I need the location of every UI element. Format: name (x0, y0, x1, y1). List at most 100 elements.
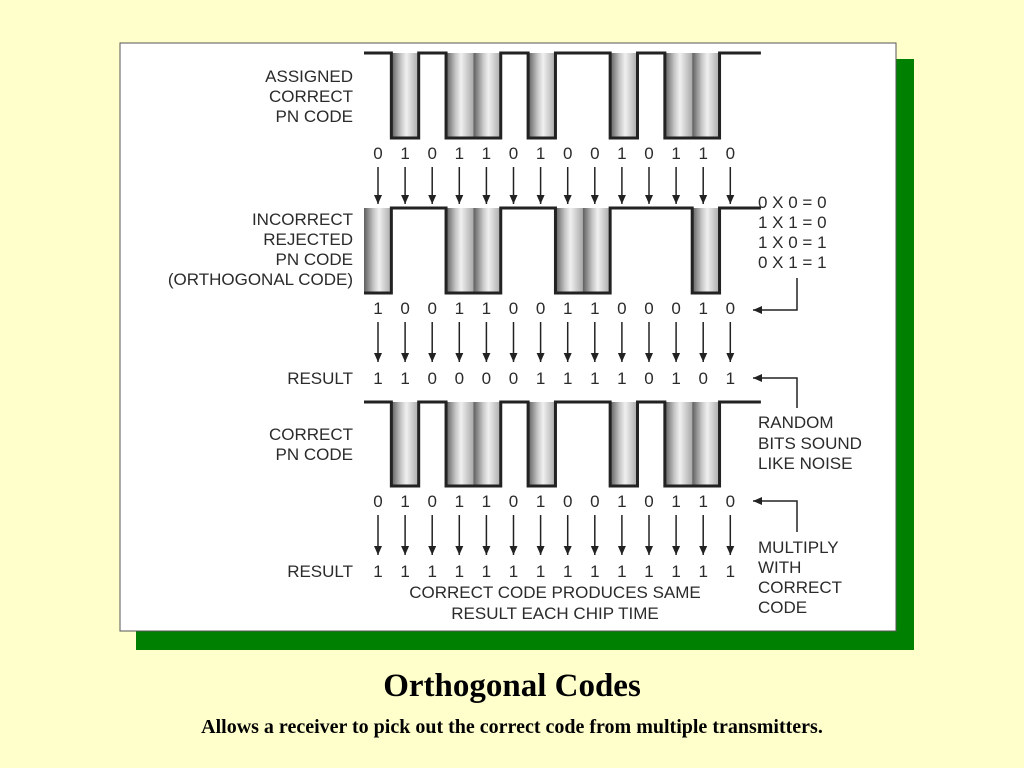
svg-text:INCORRECT: INCORRECT (252, 210, 353, 229)
chip-shade (555, 208, 583, 293)
label-result-2: RESULT (287, 562, 353, 581)
caption: CORRECT CODE PRODUCES SAME RESULT EACH C… (409, 583, 701, 623)
multiplication-rules: 0 X 0 = 0 1 X 1 = 0 1 X 0 = 1 0 X 1 = 1 (758, 193, 827, 272)
svg-text:LIKE NOISE: LIKE NOISE (758, 454, 852, 473)
bit-value: 1 (509, 562, 518, 581)
pn-code-waveform (364, 206, 761, 295)
bit-value: 1 (726, 369, 735, 388)
bit-value: 1 (400, 562, 409, 581)
bit-value: 0 (509, 299, 518, 318)
bit-value: 1 (455, 144, 464, 163)
bit-value: 1 (698, 299, 707, 318)
svg-text:ASSIGNED: ASSIGNED (265, 67, 353, 86)
bit-value: 0 (455, 369, 464, 388)
bit-value: 1 (698, 492, 707, 511)
bit-value: 1 (427, 562, 436, 581)
bit-value: 0 (590, 144, 599, 163)
bit-value: 0 (726, 144, 735, 163)
bit-value: 0 (373, 492, 382, 511)
bit-value: 1 (563, 562, 572, 581)
chip-shade (582, 208, 611, 293)
chip-shade (692, 208, 720, 293)
bit-value: 0 (427, 144, 436, 163)
svg-text:0 X 1 = 1: 0 X 1 = 1 (758, 253, 827, 272)
svg-text:PN CODE: PN CODE (276, 250, 353, 269)
bit-value: 0 (563, 492, 572, 511)
bit-value: 1 (671, 492, 680, 511)
bit-value: 1 (698, 562, 707, 581)
bit-value: 0 (482, 369, 491, 388)
rules-pointer-arrow (753, 278, 798, 314)
pn-code-waveform (364, 400, 761, 488)
bit-value: 1 (644, 562, 653, 581)
chip-shade (664, 53, 693, 138)
bit-value: 1 (455, 562, 464, 581)
bit-value: 0 (427, 369, 436, 388)
panel (119, 42, 897, 632)
bit-value: 0 (644, 144, 653, 163)
bit-value: 0 (726, 299, 735, 318)
chip-shade (610, 53, 638, 138)
bit-value: 1 (671, 562, 680, 581)
bit-value: 0 (644, 369, 653, 388)
bit-value: 0 (644, 299, 653, 318)
svg-text:1 X 0 = 1: 1 X 0 = 1 (758, 233, 827, 252)
bit-value: 1 (536, 144, 545, 163)
label-assigned-correct-pn-code: ASSIGNED CORRECT PN CODE (265, 67, 353, 126)
svg-text:WITH: WITH (758, 558, 801, 577)
bit-value: 0 (590, 492, 599, 511)
chip-shade (473, 208, 501, 293)
bit-value: 1 (617, 144, 626, 163)
bit-value: 1 (482, 144, 491, 163)
svg-text:RESULT EACH CHIP TIME: RESULT EACH CHIP TIME (451, 604, 659, 623)
svg-text:RANDOM: RANDOM (758, 413, 834, 432)
svg-text:0 X 0 = 0: 0 X 0 = 0 (758, 193, 827, 212)
bit-value: 1 (671, 144, 680, 163)
svg-text:CORRECT CODE PRODUCES SAME: CORRECT CODE PRODUCES SAME (409, 583, 701, 602)
bit-value: 1 (400, 369, 409, 388)
label-incorrect-pn-code: INCORRECT REJECTED PN CODE (ORTHOGONAL C… (168, 210, 353, 289)
bit-value: 1 (400, 144, 409, 163)
bit-value: 1 (373, 369, 382, 388)
slide-subtitle: Allows a receiver to pick out the correc… (201, 716, 823, 738)
bit-value: 0 (509, 369, 518, 388)
chip-shade (664, 402, 693, 486)
svg-text:BITS SOUND: BITS SOUND (758, 434, 862, 453)
svg-text:MULTIPLY: MULTIPLY (758, 538, 839, 557)
chip-shade (446, 208, 474, 293)
bit-value: 1 (617, 492, 626, 511)
svg-text:CODE: CODE (758, 598, 807, 617)
chip-shade (473, 402, 501, 486)
label-correct-pn-code: CORRECT PN CODE (269, 425, 353, 464)
bit-value: 0 (536, 299, 545, 318)
bit-value: 0 (400, 299, 409, 318)
bit-value: 0 (427, 299, 436, 318)
chip-shade (391, 402, 419, 486)
pn-code-waveform (364, 51, 761, 140)
label-result-1: RESULT (287, 369, 353, 388)
chip-shade (528, 53, 556, 138)
svg-text:REJECTED: REJECTED (263, 230, 353, 249)
bit-value: 1 (482, 299, 491, 318)
bit-value: 1 (617, 369, 626, 388)
bit-value: 0 (509, 492, 518, 511)
bit-value: 1 (482, 492, 491, 511)
bit-value: 0 (373, 144, 382, 163)
svg-text:1 X 1 = 0: 1 X 1 = 0 (758, 213, 827, 232)
chip-shade (692, 53, 720, 138)
bit-value: 0 (563, 144, 572, 163)
bit-value: 1 (536, 369, 545, 388)
bit-value: 1 (563, 369, 572, 388)
chip-shade (610, 402, 638, 486)
bit-value: 1 (400, 492, 409, 511)
svg-text:PN CODE: PN CODE (276, 445, 353, 464)
bit-value: 1 (373, 562, 382, 581)
bit-value: 1 (455, 299, 464, 318)
bit-value: 0 (671, 299, 680, 318)
